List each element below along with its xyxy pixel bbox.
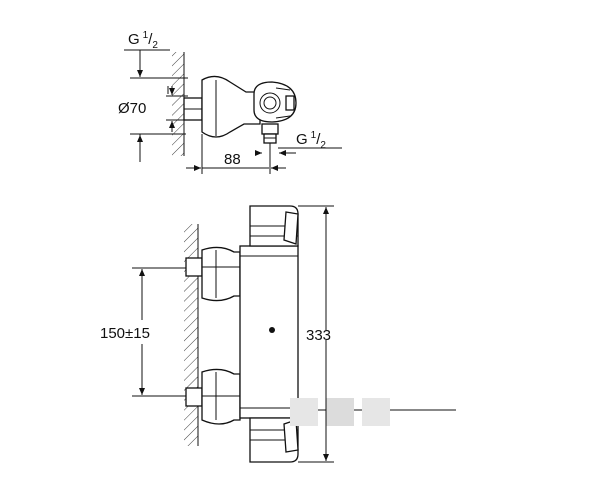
front-view: 333 150±15 [100, 205, 456, 463]
diameter-label: Ø70 [118, 100, 146, 117]
upper-connector-front [185, 246, 241, 302]
watermark-block-1 [290, 398, 318, 426]
watermark-block-3 [362, 398, 390, 426]
depth-label: 88 [224, 151, 241, 168]
indicator-dot [269, 327, 275, 333]
centers-label: 150±15 [100, 325, 150, 342]
wall-hatch-front [184, 224, 198, 446]
valve-body-front [239, 245, 299, 419]
height-label: 333 [306, 327, 331, 344]
top-handle-front [249, 205, 299, 247]
escutcheon-top [201, 75, 261, 138]
handle-knob-top [253, 81, 297, 123]
watermark-block-2 [326, 398, 354, 426]
bottom-handle-front [249, 417, 299, 463]
outlet-nut-top [261, 123, 279, 144]
wall-hatch-top [172, 52, 184, 156]
lower-connector-front [185, 368, 241, 425]
